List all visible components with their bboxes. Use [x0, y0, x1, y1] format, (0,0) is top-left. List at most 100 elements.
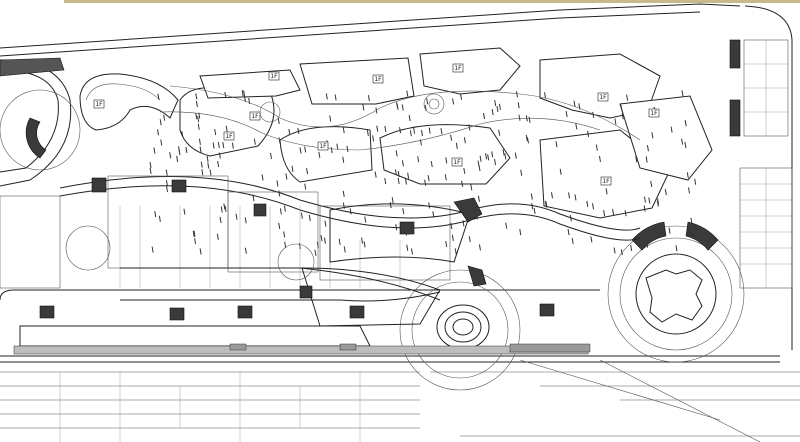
tree-mark — [675, 245, 678, 252]
tree-mark — [178, 146, 181, 153]
floor-label: 1F — [597, 92, 609, 102]
tree-mark — [314, 249, 317, 256]
tree-mark — [635, 156, 638, 163]
tree-mark — [342, 126, 345, 134]
tree-mark — [209, 169, 212, 176]
tree-mark — [428, 202, 431, 209]
tree-mark — [498, 129, 501, 136]
tree-mark — [504, 153, 507, 160]
tree-mark — [329, 115, 332, 122]
tree-mark — [428, 127, 431, 134]
tree-mark — [526, 137, 529, 144]
floor-label: 1F — [372, 74, 384, 84]
tree-mark — [668, 227, 671, 234]
tree-mark — [461, 180, 464, 187]
tree-mark — [395, 224, 398, 231]
tree-mark — [670, 126, 673, 133]
floor-label-box — [372, 74, 384, 84]
tree-mark — [691, 232, 694, 240]
floor-label-box — [648, 108, 660, 118]
tree-mark — [396, 103, 399, 110]
tree-mark — [194, 238, 197, 245]
tree-mark — [413, 127, 416, 134]
tree-mark — [154, 210, 157, 218]
bottom-hatch — [13, 343, 591, 355]
tree-mark — [592, 203, 594, 210]
tree-mark — [520, 169, 523, 176]
tree-mark — [494, 158, 497, 166]
floor-label-text: 1F — [95, 101, 103, 108]
tree-mark — [252, 195, 255, 202]
tree-mark — [626, 94, 629, 101]
tree-mark — [197, 123, 200, 130]
floor-label-text: 1F — [251, 113, 259, 120]
floor-label-box — [597, 92, 609, 102]
tree-mark — [367, 95, 370, 102]
tree-mark — [397, 170, 400, 178]
tree-mark — [193, 230, 196, 237]
tree-mark — [399, 127, 402, 134]
floor-label-box — [249, 111, 261, 121]
tree-mark — [651, 132, 654, 139]
tree-mark — [277, 117, 280, 125]
parking-grid — [729, 39, 793, 289]
tree-mark — [159, 119, 162, 126]
floor-label-text: 1F — [650, 110, 658, 117]
tree-mark — [565, 111, 568, 118]
tree-mark — [349, 208, 352, 215]
tree-mark — [445, 157, 448, 164]
tree-mark — [690, 217, 693, 224]
tree-mark — [427, 175, 430, 182]
tree-mark — [573, 100, 576, 107]
tree-mark — [195, 100, 198, 108]
tree-mark — [494, 99, 497, 107]
tree-mark — [417, 156, 420, 163]
tree-mark — [244, 217, 247, 224]
floor-label: 1F — [452, 63, 464, 73]
floor-label-box — [223, 131, 235, 141]
tree-mark — [533, 207, 536, 215]
top-border-strip — [64, 0, 800, 3]
east-plaza — [607, 221, 745, 363]
tree-mark — [545, 201, 548, 208]
site-boundary — [0, 3, 793, 363]
tree-mark — [376, 125, 379, 132]
tree-mark — [261, 174, 264, 181]
tree-mark — [452, 98, 455, 105]
floor-label: 1F — [451, 157, 463, 167]
tree-mark — [181, 131, 184, 138]
tree-mark — [318, 151, 321, 158]
tree-mark — [342, 156, 345, 163]
tree-mark — [620, 249, 623, 256]
tree-mark — [575, 123, 578, 130]
tree-mark — [160, 139, 163, 146]
tree-mark — [217, 142, 220, 149]
tree-mark — [323, 237, 326, 244]
tree-mark — [555, 141, 558, 148]
tree-mark — [590, 236, 593, 243]
tree-mark — [304, 146, 307, 153]
floor-label-text: 1F — [599, 94, 607, 101]
tree-mark — [223, 203, 226, 210]
tree-mark — [498, 103, 501, 110]
tree-mark — [149, 162, 152, 169]
tree-mark — [688, 187, 691, 194]
tree-mark — [279, 208, 282, 215]
retail-blocks — [0, 175, 471, 347]
floor-label-text: 1F — [453, 159, 461, 166]
tree-mark — [517, 102, 520, 109]
tree-mark — [450, 134, 453, 141]
tree-mark — [586, 200, 589, 207]
tree-mark — [220, 206, 223, 213]
tree-mark — [195, 93, 198, 100]
floor-label-box — [93, 99, 105, 109]
tree-mark — [478, 164, 481, 172]
tree-mark — [445, 240, 448, 247]
tree-mark — [612, 208, 615, 215]
tree-mark — [244, 247, 247, 254]
tree-mark — [320, 235, 323, 242]
tree-mark — [269, 152, 272, 160]
tree-mark — [401, 104, 404, 111]
tree-mark — [491, 108, 494, 116]
tree-mark — [479, 155, 482, 162]
